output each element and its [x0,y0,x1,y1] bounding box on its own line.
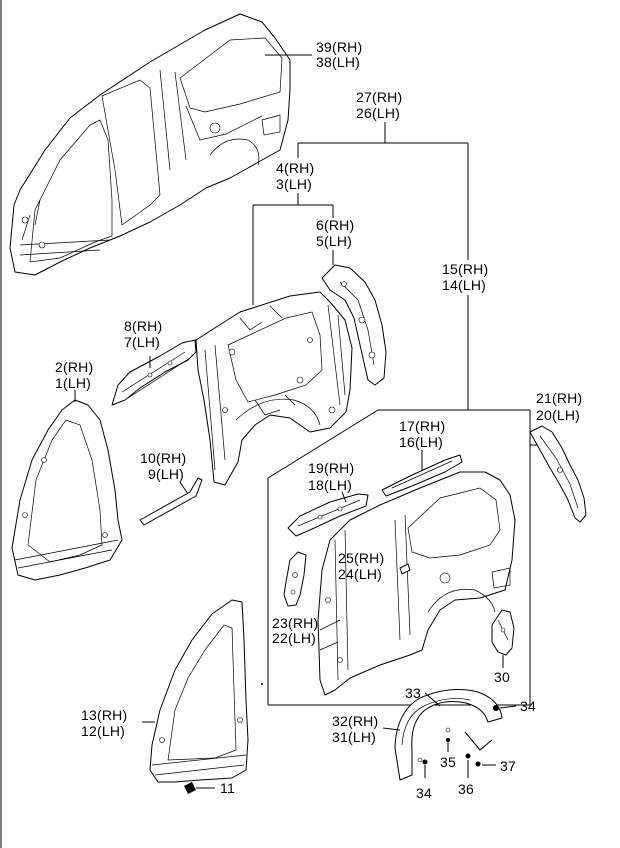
side-outer-panel-assembly [9,13,312,276]
callout-31: 31(LH) [332,729,376,745]
quarter-inner-panel [195,291,353,486]
callout-18: 18(LH) [308,477,352,493]
callout-26: 26(LH) [356,105,400,121]
callout-4: 4(RH) [276,160,315,176]
bolt [184,782,215,794]
callout-15: 15(RH) [442,261,489,277]
callout-7: 7(LH) [124,334,161,350]
wheel-house-bracket [491,609,515,668]
callout-27: 27(RH) [356,89,403,105]
callout-35: 35 [440,754,456,770]
quarter-reinforcement [321,264,387,386]
callout-11: 11 [220,780,235,796]
callout-9: 9(LH) [148,466,185,482]
callout-24: 24(LH) [338,566,382,582]
callout-39: 39(RH) [316,39,363,55]
callout-30: 30 [494,669,510,685]
callout-37: 37 [500,758,516,774]
callout-20: 20(LH) [536,407,580,423]
callout-34-bottom: 34 [416,785,432,801]
callout-23: 23(RH) [272,615,319,631]
callout-21: 21(RH) [536,390,583,406]
callout-5: 5(LH) [316,233,353,249]
quarter-outer-panel [317,471,516,696]
callout-34-top: 34 [520,698,536,714]
roof-side-rail [111,339,197,406]
callout-1: 1(LH) [55,375,92,391]
side-sill-strip [139,477,203,526]
wheel-house-liner [382,689,503,781]
callout-33: 33 [405,685,421,701]
rear-pillar-extension [529,425,587,523]
callout-14: 14(LH) [442,277,486,293]
callout-19: 19(RH) [308,460,355,476]
callout-13: 13(RH) [81,707,128,723]
callout-32: 32(RH) [332,713,379,729]
small-clip [399,563,411,575]
callout-8: 8(RH) [124,318,163,334]
upper-rear-rail [381,450,463,497]
callout-16: 16(LH) [399,434,443,450]
callout-12: 12(LH) [81,723,125,739]
callout-3: 3(LH) [276,176,313,192]
callout-22: 22(LH) [272,630,316,646]
front-pillar-inner [11,390,123,581]
center-pillar-panel [142,599,249,783]
fasteners [422,705,517,778]
callout-2: 2(RH) [55,359,94,375]
callout-25: 25(RH) [338,550,385,566]
roof-rail-reinforcement [287,491,369,537]
callout-6: 6(RH) [316,217,355,233]
callout-38: 38(LH) [316,54,360,70]
callout-17: 17(RH) [399,418,446,434]
lower-pillar-bracket [283,551,307,607]
callout-10: 10(RH) [140,450,187,466]
callout-36: 36 [458,781,474,797]
